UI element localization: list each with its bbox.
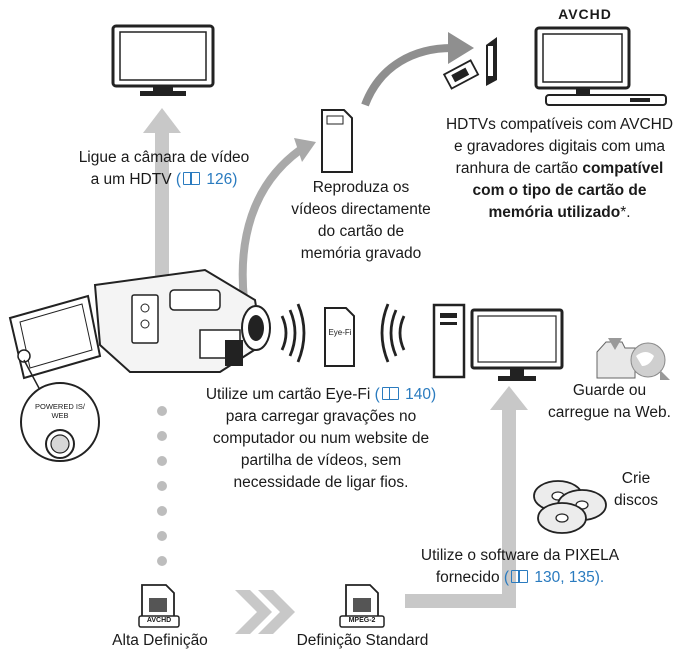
software-line1: Utilize o software da PIXELA — [420, 547, 620, 564]
disc-line2: discos — [614, 492, 658, 509]
card-play-line1: Reproduza os — [312, 179, 410, 196]
power-button-label: POWERED IS/ WEB — [34, 402, 85, 420]
web-line1: Guarde ou — [572, 382, 647, 399]
arrowhead-recorder — [448, 32, 474, 64]
wireless-waves-icon — [280, 303, 306, 363]
hdtv-caption-line1: Ligue a câmara de vídeo — [78, 149, 250, 166]
avchd-file-icon — [138, 584, 180, 628]
arrowhead-card — [294, 138, 316, 162]
book-icon — [381, 387, 399, 400]
card-play-line4: memória gravado — [300, 245, 422, 262]
page-ref-link-130-135[interactable]: ( 130, 135). — [503, 569, 605, 586]
arrow-to-hdtv — [143, 108, 181, 302]
book-icon — [183, 172, 201, 185]
sd-card-icon — [321, 109, 353, 173]
recorder-line1: HDTVs compatíveis com AVCHD — [445, 116, 674, 133]
camcorder-icon — [8, 268, 271, 391]
computer-icon — [432, 303, 564, 381]
disc-line1: Crie — [621, 470, 651, 487]
eyefi-line4: partilha de vídeos, sem — [240, 452, 402, 469]
recorder-caption: HDTVs compatíveis com AVCHD e gravadores… — [440, 114, 679, 224]
dotted-line — [157, 406, 167, 566]
book-icon — [511, 570, 529, 583]
mpeg2-file-tag: MPEG-2 — [348, 617, 376, 624]
disc-icon — [533, 480, 607, 534]
web-caption: Guarde ou carregue na Web. — [540, 380, 679, 424]
disc-caption: Crie discos — [606, 468, 666, 512]
eyefi-line3: computador ou num website de — [212, 430, 430, 447]
avchd-logo-text: AVCHD — [558, 6, 612, 22]
arrow-to-computer — [405, 386, 528, 608]
card-play-caption: Reproduza os vídeos directamente do cart… — [286, 177, 436, 265]
wireless-waves-icon-2 — [380, 303, 406, 363]
recorder-line4: com o tipo de cartão de — [472, 182, 647, 199]
card-play-line2: vídeos directamente — [291, 201, 431, 218]
recorder-line3: ranhura de cartão compatível — [455, 160, 664, 177]
eyefi-caption: Utilize um cartão Eye-Fi ( 140) para car… — [196, 384, 446, 494]
arrow-camera-to-card — [238, 146, 303, 301]
eyefi-card-label: Eye-Fi — [328, 328, 352, 337]
eyefi-line1: Utilize um cartão Eye-Fi ( 140) — [205, 386, 437, 403]
page-ref-link-126[interactable]: ( 126) — [175, 171, 238, 188]
recorder-icon — [442, 37, 497, 90]
eyefi-card-icon — [324, 307, 355, 367]
hd-caption: Alta Definição — [112, 632, 208, 649]
recorder-line2: e gravadores digitais com uma — [453, 138, 666, 155]
recorder-line5: memória utilizado*. — [488, 204, 631, 221]
avchd-logo: AVCHD — [540, 6, 630, 22]
arrow-card-to-recorder — [361, 44, 453, 107]
hdtv-caption: Ligue a câmara de vídeo a um HDTV ( 126) — [44, 147, 284, 191]
chevron-right-icon — [235, 590, 295, 634]
eyefi-line5: necessidade de ligar fios. — [233, 474, 409, 491]
folder-icon — [596, 338, 636, 379]
card-play-line3: do cartão de — [317, 223, 405, 240]
avchd-file-tag: AVCHD — [146, 617, 172, 624]
sd-caption: Definição Standard — [296, 632, 429, 649]
web-line2: carregue na Web. — [548, 404, 671, 421]
globe-icon — [630, 342, 670, 380]
hdtv-icon — [111, 24, 215, 96]
hdtv-caption-line2: a um HDTV ( 126) — [90, 171, 238, 188]
page-ref-link-140[interactable]: ( 140) — [374, 386, 437, 403]
tv-recorder-icon — [534, 26, 667, 106]
powered-is-web-button-icon — [20, 382, 100, 462]
mpeg2-file-icon — [339, 584, 385, 628]
software-line2: fornecido ( 130, 135). — [435, 569, 605, 586]
software-caption: Utilize o software da PIXELA fornecido (… — [395, 545, 645, 589]
eyefi-line2: para carregar gravações no — [225, 408, 417, 425]
